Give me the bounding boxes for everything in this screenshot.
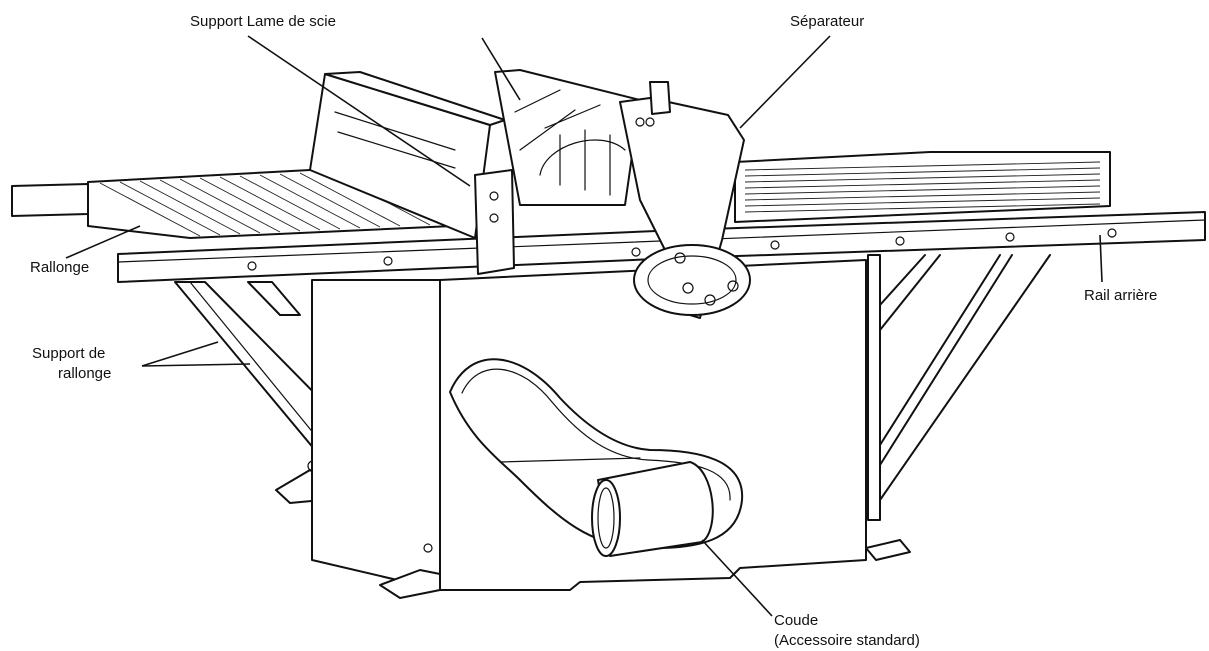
label-extension-support-1: Support de [32, 345, 105, 362]
blade-tilt-mechanism [633, 244, 751, 316]
label-elbow-1: Coude [774, 612, 818, 629]
rip-fence [309, 71, 515, 275]
cabinet [311, 259, 867, 599]
label-blade-support: Support Lame de scie [190, 13, 336, 30]
labels: Support Lame de scie Séparateur Rallonge… [30, 13, 1157, 649]
label-extension-support-2: rallonge [58, 365, 111, 382]
blade-guard [494, 69, 641, 206]
label-extension: Rallonge [30, 259, 89, 276]
rear-legs [865, 254, 1051, 561]
leader-lines [65, 35, 1103, 617]
table-slats-right [744, 161, 1101, 213]
table-top [11, 151, 1111, 239]
elbow-accessory [591, 461, 714, 557]
label-elbow-2: (Accessoire standard) [774, 632, 920, 649]
label-separator: Séparateur [790, 13, 864, 30]
label-rear-rail: Rail arrière [1084, 287, 1157, 304]
